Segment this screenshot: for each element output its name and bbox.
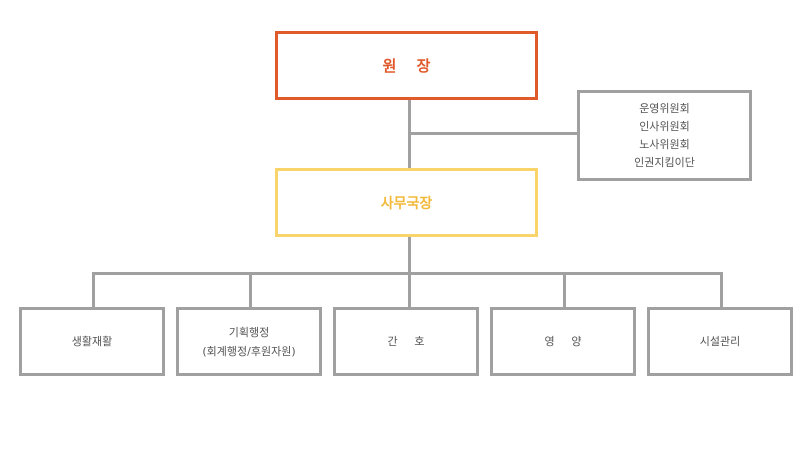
connector-dept-3 xyxy=(408,272,411,307)
department-nursing: 간 호 xyxy=(333,307,479,376)
connector-dept-1 xyxy=(92,272,95,307)
department-planning-admin: 기획행정 (회계행정/후원자원) xyxy=(176,307,322,376)
department-label: 기획행정 xyxy=(228,325,270,339)
department-life-rehab: 생활재활 xyxy=(19,307,165,376)
connector-secretary-down xyxy=(408,237,411,274)
committee-item: 운영위원회 xyxy=(639,101,690,115)
department-label: 생활재활 xyxy=(71,335,113,348)
director-label: 원 장 xyxy=(382,57,438,75)
committee-item: 노사위원회 xyxy=(639,137,690,151)
department-nutrition: 영 양 xyxy=(490,307,636,376)
committee-item: 인권지킴이단 xyxy=(634,155,695,169)
director-box: 원 장 xyxy=(275,31,538,100)
connector-dept-5 xyxy=(720,272,723,307)
connector-dept-2 xyxy=(249,272,252,307)
department-label: 간 호 xyxy=(387,335,432,348)
committee-box: 운영위원회 인사위원회 노사위원회 인권지킴이단 xyxy=(577,90,752,181)
connector-committee xyxy=(408,132,577,135)
connector-department-bus xyxy=(92,272,723,275)
department-label: 시설관리 xyxy=(699,335,741,348)
committee-item: 인사위원회 xyxy=(639,119,690,133)
secretary-general-box: 사무국장 xyxy=(275,168,538,237)
department-sublabel: (회계행정/후원자원) xyxy=(202,344,296,358)
connector-dept-4 xyxy=(563,272,566,307)
department-facility-management: 시설관리 xyxy=(647,307,793,376)
department-label: 영 양 xyxy=(544,335,589,348)
secretary-general-label: 사무국장 xyxy=(380,195,433,212)
